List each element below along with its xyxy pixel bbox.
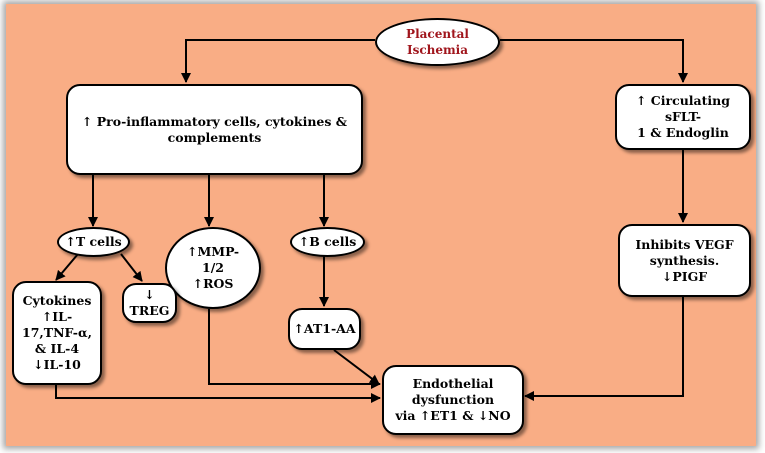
cytokines-label: Cytokines ↑IL- 17,TNF-α, & IL-4 ↓IL-10 [22, 293, 92, 372]
proinflammatory-label: ↑ Pro-inflammatory cells, cytokines & co… [81, 113, 348, 145]
t-cells-label: ↑T cells [65, 234, 122, 249]
placental-ischemia-node: Placental Ischemia [375, 18, 500, 66]
t-cells-node: ↑T cells [57, 227, 130, 257]
treg-label: ↓ TREG [129, 287, 170, 318]
endothelial-dysfunction-node: Endothelial dysfunction via ↑ET1 & ↓NO [382, 365, 524, 435]
endothelial-dysfunction-label: Endothelial dysfunction via ↑ET1 & ↓NO [395, 376, 511, 423]
proinflammatory-node: ↑ Pro-inflammatory cells, cytokines & co… [66, 84, 363, 175]
treg-node: ↓ TREG [122, 283, 177, 323]
mmp-ros-node: ↑MMP- 1/2 ↑ROS [165, 227, 261, 309]
inhibits-vegf-label: Inhibits VEGF synthesis. ↓PIGF [635, 236, 734, 284]
inhibits-vegf-node: Inhibits VEGF synthesis. ↓PIGF [618, 224, 751, 297]
cytokines-node: Cytokines ↑IL- 17,TNF-α, & IL-4 ↓IL-10 [12, 281, 102, 385]
b-cells-node: ↑B cells [290, 227, 365, 257]
at1aa-node: ↑AT1-AA [288, 308, 361, 350]
mmp-ros-label: ↑MMP- 1/2 ↑ROS [186, 244, 240, 291]
placental-ischemia-label: Placental Ischemia [406, 27, 469, 57]
b-cells-label: ↑B cells [298, 234, 357, 249]
circulating-sflt-node: ↑ Circulating sFLT- 1 & Endoglin [615, 84, 751, 150]
circulating-sflt-label: ↑ Circulating sFLT- 1 & Endoglin [635, 93, 730, 140]
at1aa-label: ↑AT1-AA [293, 321, 356, 336]
